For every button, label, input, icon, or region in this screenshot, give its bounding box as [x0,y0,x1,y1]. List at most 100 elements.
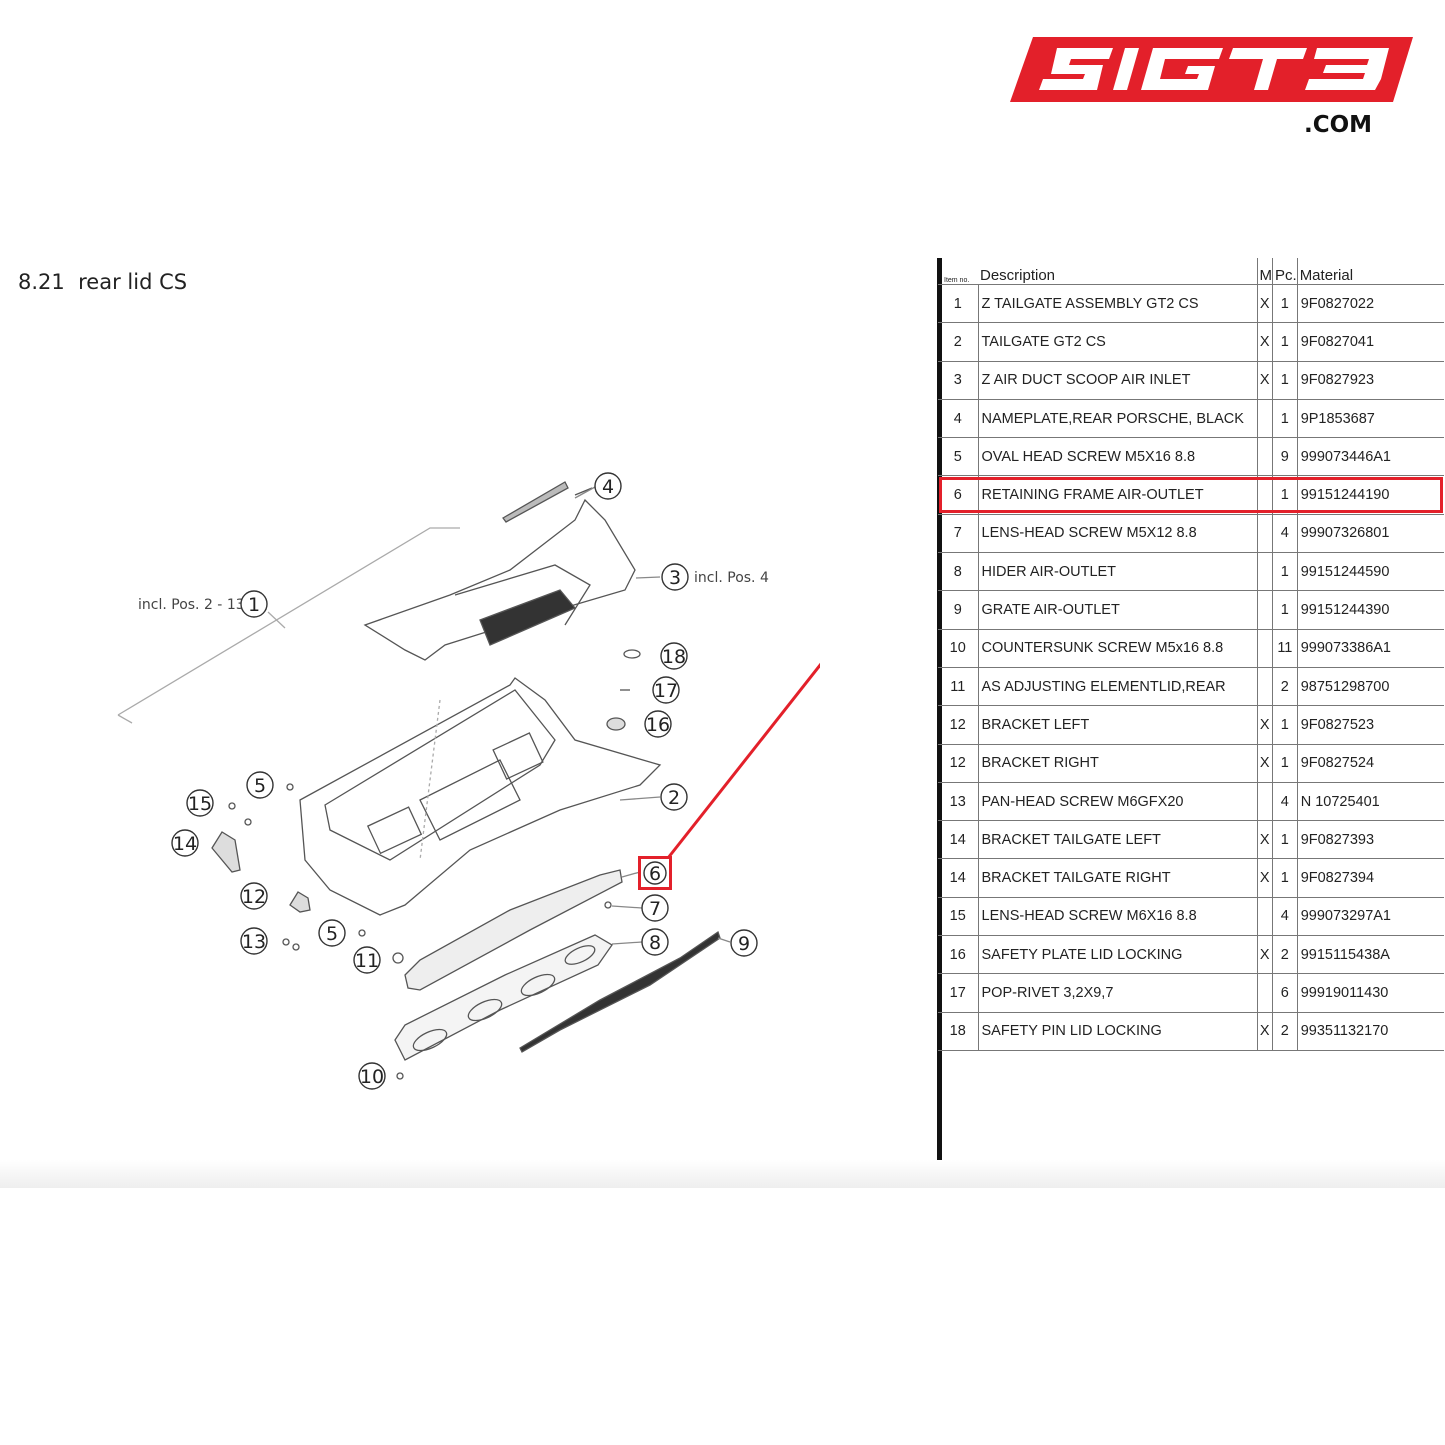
cell-description: TAILGATE GT2 CS [978,322,1258,362]
callout-6[interactable]: 6 [643,861,667,885]
svg-text:1: 1 [248,594,260,616]
callout-12[interactable]: 12 [240,882,268,910]
cell-description: BRACKET LEFT [978,705,1258,745]
cell-item-no: 5 [938,437,979,477]
cell-description: GRATE AIR-OUTLET [978,590,1258,630]
cell-material: 99907326801 [1297,514,1444,554]
logo-domain: .COM [1304,112,1373,138]
cell-item-no: 12 [938,705,979,745]
cell-material: 9F0827923 [1297,361,1444,400]
svg-text:4: 4 [602,476,614,498]
cell-item-no: 1 [938,284,979,324]
callout-1[interactable]: 1 [240,590,268,618]
header-material: Material [1297,258,1444,285]
cell-pc: 1 [1272,322,1298,362]
cell-item-no: 15 [938,897,979,937]
cell-description: PAN-HEAD SCREW M6GFX20 [978,782,1258,822]
svg-text:14: 14 [173,833,197,855]
callout-5b[interactable]: 5 [318,919,346,947]
callout-15[interactable]: 15 [186,789,214,817]
cell-material: 999073297A1 [1297,897,1444,937]
callout-16[interactable]: 16 [644,710,672,738]
highlight-callout-box [638,856,672,890]
svg-text:11: 11 [355,950,379,972]
cell-material: 9P1853687 [1297,399,1444,439]
cell-item-no: 10 [938,629,979,668]
svg-text:10: 10 [360,1066,384,1088]
highlight-row-box [939,477,1443,513]
note-incl-4: incl. Pos. 4 [694,570,769,586]
section-number: 8.21 [18,270,65,294]
callout-10[interactable]: 10 [358,1062,386,1090]
cell-material: 99151244190 [1297,475,1444,515]
cell-material: 99351132170 [1297,1012,1444,1051]
cell-description: COUNTERSUNK SCREW M5x16 8.8 [978,629,1258,668]
section-name: rear lid CS [78,270,188,294]
callout-7[interactable]: 7 [641,894,669,922]
callout-17[interactable]: 17 [652,676,680,704]
callout-3[interactable]: 3 [661,563,689,591]
callout-2[interactable]: 2 [660,783,688,811]
cell-description: LENS-HEAD SCREW M5X12 8.8 [978,514,1258,554]
cell-pc: 1 [1272,475,1298,515]
cell-pc: 11 [1272,629,1298,668]
cell-item-no: 14 [938,820,979,860]
header-description: Description [978,258,1258,285]
cell-description: BRACKET TAILGATE LEFT [978,820,1258,860]
cell-material: 9915115438A [1297,935,1444,975]
svg-text:5: 5 [326,923,338,945]
svg-text:7: 7 [649,898,661,920]
callout-14[interactable]: 14 [171,829,199,857]
cell-m: X [1257,322,1273,362]
callout-18[interactable]: 18 [660,642,688,670]
cell-material: 999073446A1 [1297,437,1444,477]
cell-pc: 4 [1272,514,1298,554]
callout-13[interactable]: 13 [240,927,268,955]
svg-text:18: 18 [662,646,686,668]
cell-pc: 1 [1272,284,1298,324]
cell-m: X [1257,284,1273,324]
cell-item-no: 3 [938,361,979,400]
svg-text:12: 12 [242,886,266,908]
callout-8[interactable]: 8 [641,928,669,956]
callout-5a[interactable]: 5 [246,771,274,799]
cell-description: LENS-HEAD SCREW M6X16 8.8 [978,897,1258,937]
callout-11[interactable]: 11 [353,946,381,974]
callout-9[interactable]: 9 [730,929,758,957]
svg-text:13: 13 [242,931,266,953]
cell-pc: 9 [1272,437,1298,477]
cell-item-no: 2 [938,322,979,362]
cell-m: X [1257,820,1273,860]
cell-m: X [1257,858,1273,898]
cell-description: Z TAILGATE ASSEMBLY GT2 CS [978,284,1258,324]
cell-m: X [1257,361,1273,400]
cell-item-no: 13 [938,782,979,822]
cell-material: 99919011430 [1297,973,1444,1013]
cell-pc: 6 [1272,973,1298,1013]
cell-m [1257,667,1273,707]
callout-4[interactable]: 4 [594,472,622,500]
cell-item-no: 16 [938,935,979,975]
cell-description: BRACKET TAILGATE RIGHT [978,858,1258,898]
